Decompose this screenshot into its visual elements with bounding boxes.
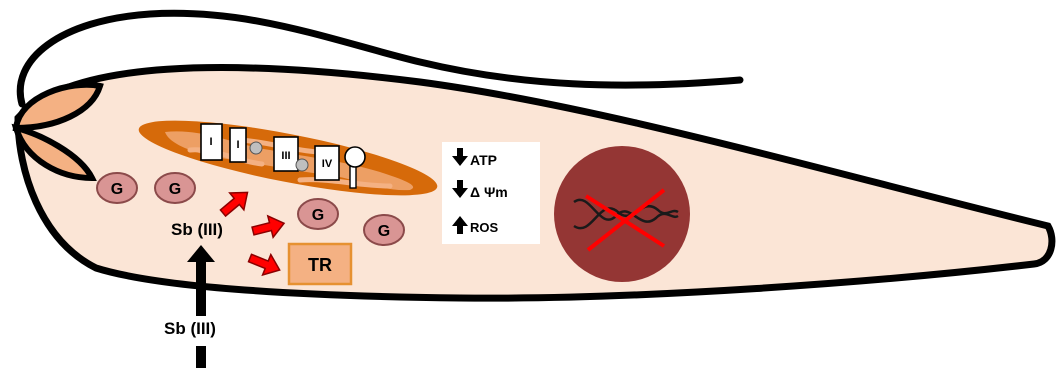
glycosome-label: G <box>111 181 123 198</box>
red-arrow-icon <box>251 214 286 239</box>
effect-atp: ATP <box>452 148 497 168</box>
flagellar-pocket <box>11 81 104 182</box>
up-arrow-icon <box>452 216 468 234</box>
red-arrow-icon <box>219 191 249 218</box>
glycosome-label: G <box>378 223 390 240</box>
complex-iv-label: IV <box>322 158 333 170</box>
mitochondrion: I I III IV <box>138 120 438 196</box>
down-arrow-icon <box>452 180 468 198</box>
glycosome-label: G <box>312 207 324 224</box>
effects-panel: ATP Δ Ψm ROS <box>442 142 540 244</box>
red-cross-icon <box>584 188 666 252</box>
effect-membrane-potential-label: Δ Ψm <box>470 184 508 200</box>
complex-ii: I <box>229 127 247 163</box>
complex-ii-label: I <box>236 139 239 151</box>
complex-iii-label: III <box>281 150 290 162</box>
flagellum <box>16 9 744 108</box>
cytochrome-c-icon <box>295 158 309 172</box>
effect-atp-label: ATP <box>470 152 497 168</box>
effect-ros-label: ROS <box>470 220 499 235</box>
trypanothione-reductase-box: TR <box>287 242 353 286</box>
effect-ros: ROS <box>452 216 499 235</box>
atp-synthase-icon <box>344 146 366 189</box>
glycosome: G <box>297 198 339 230</box>
complex-i-label: I <box>209 136 212 148</box>
glycosome: G <box>363 214 405 246</box>
glycosome: G <box>154 172 196 204</box>
sb-iii-external-label: Sb (III) <box>164 319 216 338</box>
nucleus <box>554 146 690 282</box>
tr-label: TR <box>308 255 332 275</box>
glycosome: G <box>96 172 138 204</box>
glycosome-label: G <box>169 181 181 198</box>
sb-entry-arrow-icon <box>187 245 215 368</box>
red-arrow-icon <box>247 252 281 277</box>
complex-i: I <box>200 123 223 161</box>
down-arrow-icon <box>452 148 468 166</box>
complex-iii: III <box>273 136 299 172</box>
ubiquinone-icon <box>249 141 263 155</box>
sb-iii-internal-label: Sb (III) <box>171 220 223 239</box>
complex-iv: IV <box>314 145 340 181</box>
effect-membrane-potential: Δ Ψm <box>452 180 508 200</box>
